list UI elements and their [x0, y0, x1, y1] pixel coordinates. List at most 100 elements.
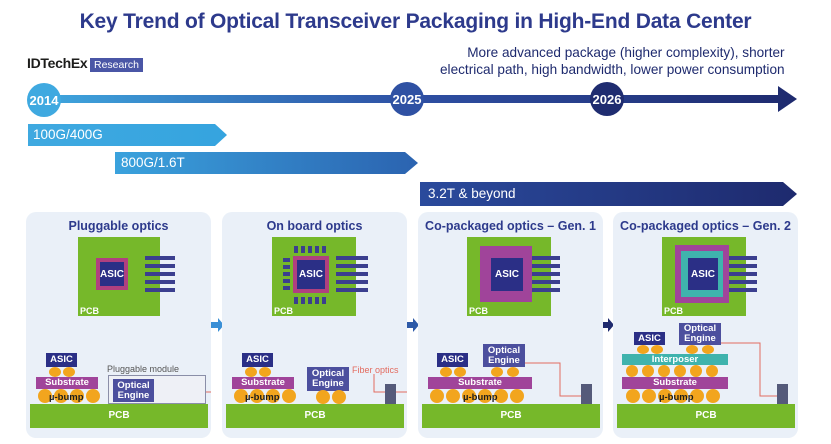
top-view-chip-4: ASIC [688, 258, 718, 290]
engine-bump [316, 390, 330, 404]
interposer-bump [658, 365, 670, 377]
asic-die-2: ASIC [242, 353, 273, 367]
engine-stripes-1 [145, 256, 175, 292]
substrate-2: Substrate [232, 377, 294, 389]
substrate-bump [70, 389, 84, 403]
ubump-label-4: µ-bump [659, 392, 694, 403]
panel-title-pluggable: Pluggable optics [68, 219, 169, 233]
substrate-bump [494, 389, 508, 403]
top-view-chip-3: ASIC [491, 258, 523, 291]
idtechex-logo: IDTechEx [27, 55, 88, 71]
die-bump [259, 367, 271, 377]
substrate-bump [626, 389, 640, 403]
substrate-bump [282, 389, 296, 403]
engine-stripes-2 [336, 256, 368, 292]
page-title: Key Trend of Optical Transceiver Packagi… [79, 10, 752, 33]
interposer-bump [706, 365, 718, 377]
substrate-bump [658, 389, 672, 403]
optical-engine-1: Optical Engine [113, 379, 154, 402]
substrate-bump [674, 389, 688, 403]
substrate-bump [478, 389, 492, 403]
connector-arrow-2 [406, 318, 419, 332]
connector-3 [581, 384, 592, 404]
research-badge: Research [90, 58, 143, 72]
fiber-line-4 [720, 342, 782, 397]
pcb-base-1: PCB [30, 404, 208, 428]
substrate-bump [86, 389, 100, 403]
substrate-1: Substrate [36, 377, 98, 389]
substrate-bump [642, 389, 656, 403]
phase-label-3: 3.2T & beyond [428, 186, 516, 201]
interposer-bump [690, 365, 702, 377]
die-bump [63, 367, 75, 377]
top-view-pcb-label-1: PCB [80, 306, 100, 316]
year-2025: 2025 [390, 82, 424, 116]
substrate-bump [446, 389, 460, 403]
phase-arrow-1 [28, 124, 227, 146]
interposer-bump [626, 365, 638, 377]
top-view-chip-1: ASIC [96, 258, 128, 290]
ubump-label-1: µ-bump [49, 392, 84, 403]
panel-title-onboard: On board optics [266, 219, 363, 233]
pcb-base-2: PCB [226, 404, 404, 428]
substrate-bump [690, 389, 704, 403]
substrate-bump [706, 389, 720, 403]
phase-arrow-3 [420, 182, 797, 206]
engine-stripes-4 [729, 256, 757, 292]
substrate-bump [266, 389, 280, 403]
engine-bump [686, 345, 698, 354]
chip-pins-2 [283, 246, 326, 304]
interposer-4: Interposer [622, 354, 728, 365]
substrate-bump [234, 389, 248, 403]
connector-4 [777, 384, 788, 404]
die-bump [440, 367, 452, 377]
asic-die-1: ASIC [46, 353, 77, 367]
interposer-bump [642, 365, 654, 377]
die-bump [651, 345, 663, 354]
top-view-pcb-label-2: PCB [274, 306, 294, 316]
optical-engine-3: Optical Engine [483, 344, 525, 367]
connector-arrow-3 [601, 318, 614, 332]
substrate-bump [462, 389, 476, 403]
interposer-bump [674, 365, 686, 377]
engine-bump [702, 345, 714, 354]
engine-stripes-3 [532, 256, 560, 292]
pluggable-module-label: Pluggable module [107, 364, 180, 374]
die-bump [637, 345, 649, 354]
panel-title-cpo-gen1: Co-packaged optics – Gen. 1 [425, 219, 596, 233]
top-view-pcb-label-4: PCB [664, 306, 684, 316]
substrate-bump [54, 389, 68, 403]
year-2026: 2026 [590, 82, 624, 116]
optical-engine-2: Optical Engine [307, 367, 349, 391]
top-view-pcb-label-3: PCB [469, 306, 489, 316]
substrate-bump [250, 389, 264, 403]
engine-bump [491, 367, 503, 377]
substrate-bump [430, 389, 444, 403]
phase-arrow-2 [115, 152, 418, 174]
trend-note: More advanced package (higher complexity… [440, 45, 785, 77]
die-bump [49, 367, 61, 377]
phase-label-1: 100G/400G [33, 127, 103, 142]
asic-die-3: ASIC [437, 353, 468, 367]
die-bump [454, 367, 466, 377]
substrate-3: Substrate [428, 377, 532, 389]
panel-title-cpo-gen2: Co-packaged optics – Gen. 2 [620, 219, 791, 233]
fiber-line-3 [524, 362, 586, 397]
asic-die-4: ASIC [634, 332, 665, 345]
ubump-label-3: µ-bump [463, 392, 498, 403]
connector-arrow-1 [211, 318, 224, 332]
substrate-bump [510, 389, 524, 403]
pcb-base-4: PCB [617, 404, 795, 428]
engine-bump [507, 367, 519, 377]
die-bump [245, 367, 257, 377]
ubump-label-2: µ-bump [245, 392, 280, 403]
connector-2 [385, 384, 396, 404]
fiber-optics-label: Fiber optics [352, 365, 399, 375]
engine-bump [332, 390, 346, 404]
pcb-base-3: PCB [422, 404, 600, 428]
substrate-4: Substrate [622, 377, 728, 389]
year-2014: 2014 [27, 83, 61, 117]
top-view-chip-2: ASIC [293, 256, 329, 293]
substrate-bump [38, 389, 52, 403]
optical-engine-4: Optical Engine [679, 323, 721, 345]
